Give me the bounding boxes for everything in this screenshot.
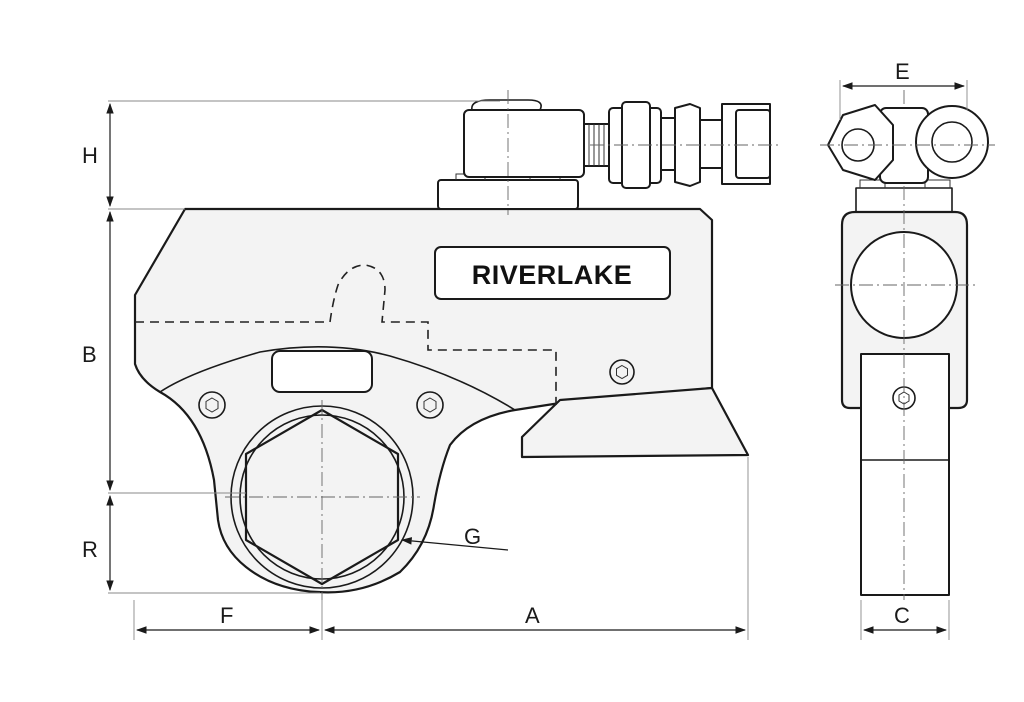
- side-view: RIVERLAKE H: [82, 90, 780, 640]
- tool-housing: [133, 207, 714, 594]
- dim-label-a: A: [525, 603, 540, 628]
- leader-g: [400, 537, 509, 551]
- dim-label-b: B: [82, 342, 97, 367]
- dim-label-e: E: [895, 59, 910, 84]
- dim-label-r: R: [82, 537, 98, 562]
- dim-label-h: H: [82, 143, 98, 168]
- dim-label-g: G: [464, 524, 481, 549]
- reaction-foot: [520, 386, 750, 459]
- hidden-cylinder: [135, 264, 557, 405]
- brand-name: RIVERLAKE: [472, 260, 633, 290]
- hex-screw-right: [416, 391, 444, 419]
- hydraulic-coupler: [583, 101, 780, 189]
- dim-label-f: F: [220, 603, 233, 628]
- hex-screw-left: [198, 391, 226, 419]
- swivel-block: [463, 109, 585, 178]
- plate-window: [271, 350, 373, 393]
- dim-label-c: C: [894, 603, 910, 628]
- brand-logo-plate: RIVERLAKE: [434, 246, 671, 300]
- end-view-swivel: [820, 104, 995, 184]
- hex-screw-body: [609, 359, 635, 385]
- hex-drive: [225, 400, 420, 600]
- ratchet-plate-arc: [159, 346, 516, 411]
- end-view: E C: [820, 59, 995, 640]
- square-drive: [860, 353, 950, 596]
